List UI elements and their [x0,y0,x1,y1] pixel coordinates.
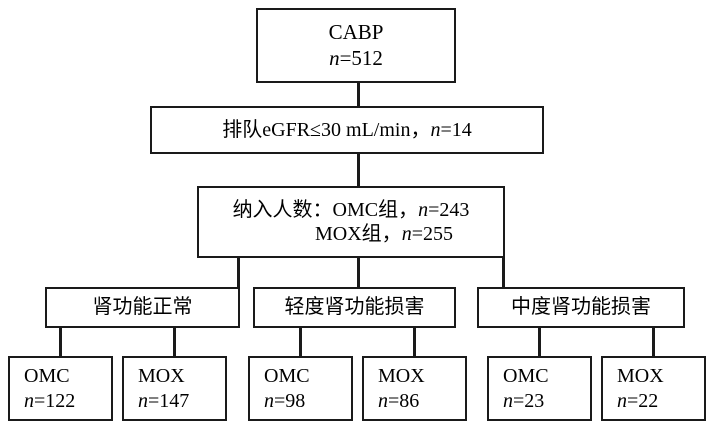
leaf-3-count: n=98 [264,389,306,412]
node-root-cabp: CABP n=512 [256,8,456,83]
node-enrolled: 纳入人数：OMC组，n=243 MOX组，n=255 [197,186,505,258]
category-2-label: 轻度肾功能损害 [284,296,425,319]
connector-category-1-to-leaf-2 [173,327,176,356]
node-category-normal-renal-function: 肾功能正常 [45,287,240,328]
category-3-label: 中度肾功能损害 [511,296,651,319]
node-leaf-omc-moderate: OMC n=23 [487,356,592,421]
leaf-4-count: n=86 [378,389,420,412]
category-1-label: 肾功能正常 [92,296,193,319]
node-leaf-omc-mild: OMC n=98 [248,356,353,421]
leaf-3-group: OMC [264,364,310,387]
node-leaf-mox-normal: MOX n=147 [122,356,227,421]
connector-enrolled-to-category-3 [502,257,505,288]
node-category-mild-renal-impairment: 轻度肾功能损害 [253,287,456,328]
root-count: n=512 [329,45,383,70]
leaf-4-group: MOX [378,364,425,387]
connector-category-1-to-leaf-1 [59,327,62,356]
node-leaf-mox-moderate: MOX n=22 [601,356,706,421]
connector-root-to-exclusion [357,82,360,106]
exclusion-label: 排队eGFR≤30 mL/min，n=14 [222,118,472,141]
leaf-5-count: n=23 [503,389,545,412]
node-category-moderate-renal-impairment: 中度肾功能损害 [477,287,685,328]
node-exclusion: 排队eGFR≤30 mL/min，n=14 [150,106,544,154]
node-leaf-omc-normal: OMC n=122 [8,356,113,421]
leaf-1-count: n=122 [24,389,76,412]
connector-category-2-to-leaf-4 [413,327,416,356]
connector-category-3-to-leaf-5 [538,327,541,356]
node-leaf-mox-mild: MOX n=86 [362,356,467,421]
leaf-2-count: n=147 [138,389,190,412]
leaf-1-group: OMC [24,364,70,387]
enrolled-mox-line: MOX组，n=255 [315,223,453,245]
leaf-6-group: MOX [617,364,664,387]
connector-category-3-to-leaf-6 [652,327,655,356]
connector-enrolled-to-category-1 [237,257,240,288]
leaf-2-group: MOX [138,364,185,387]
connector-exclusion-to-enrolled [357,153,360,186]
leaf-5-group: OMC [503,364,549,387]
enrolled-omc-line: 纳入人数：OMC组，n=243 [232,198,470,221]
root-label: CABP [328,19,384,44]
connector-enrolled-to-category-2 [357,257,360,288]
connector-category-2-to-leaf-3 [299,327,302,356]
leaf-6-count: n=22 [617,389,659,412]
